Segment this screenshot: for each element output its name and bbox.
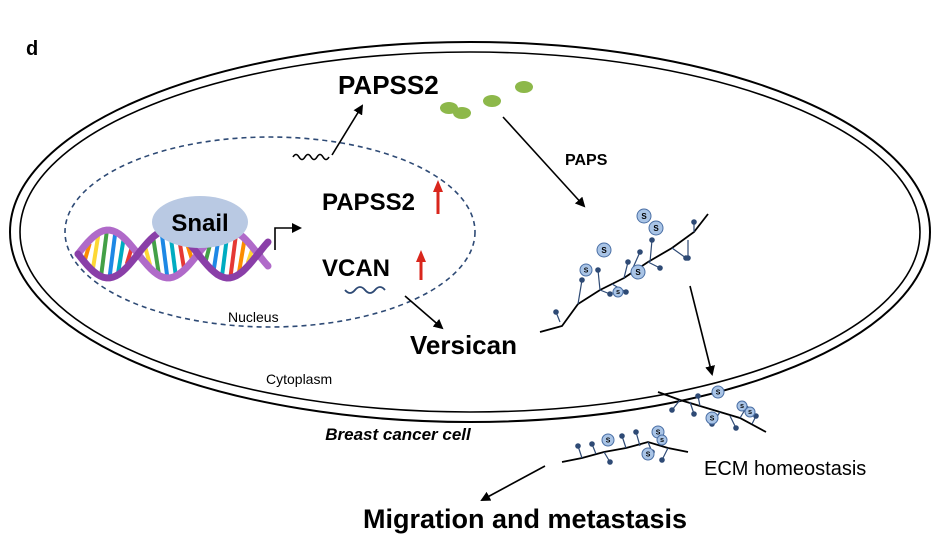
- papss2-translation-arrow: [331, 104, 364, 156]
- svg-text:S: S: [748, 410, 752, 416]
- snail-protein-icon: [152, 196, 248, 248]
- vcan-mrna-icon: [344, 286, 386, 294]
- svg-text:S: S: [646, 451, 651, 458]
- cell-membrane-outer: [9, 41, 931, 423]
- outcome-label: Migration and metastasis: [363, 504, 687, 534]
- svg-text:S: S: [641, 212, 647, 221]
- secretion-arrow: [689, 285, 715, 376]
- ecm-homeostasis-label: ECM homeostasis: [704, 458, 866, 480]
- svg-text:S: S: [606, 437, 611, 444]
- svg-text:S: S: [740, 404, 744, 410]
- svg-text:S: S: [635, 268, 641, 277]
- svg-text:S: S: [653, 224, 659, 233]
- svg-text:S: S: [584, 267, 589, 274]
- paps-arrow: [502, 116, 586, 208]
- paps-molecules-icon: [440, 81, 533, 119]
- transcription-arrow: [274, 223, 302, 250]
- svg-text:S: S: [710, 415, 715, 422]
- cell-membrane-inner: [19, 51, 921, 413]
- paps-label: PAPS: [565, 152, 608, 169]
- snail-label: Snail: [171, 210, 228, 237]
- metastasis-arrow: [480, 465, 546, 501]
- nucleus-label: Nucleus: [228, 309, 279, 325]
- papss2-gene-label: PAPSS2: [322, 189, 415, 216]
- svg-text:S: S: [616, 290, 620, 296]
- svg-text:S: S: [660, 438, 664, 444]
- svg-text:S: S: [656, 429, 661, 436]
- nucleus-boundary: [64, 136, 476, 328]
- panel-label: d: [26, 38, 38, 60]
- cytoplasm-label: Cytoplasm: [266, 371, 332, 387]
- versican-translation-arrow: [404, 295, 444, 330]
- papss2-mrna-icon: [292, 153, 330, 161]
- papss2-protein-label: PAPSS2: [338, 70, 439, 100]
- vcan-gene-label: VCAN: [322, 255, 390, 282]
- svg-text:S: S: [601, 246, 607, 255]
- svg-text:S: S: [716, 389, 721, 396]
- versican-label: Versican: [410, 330, 517, 360]
- cell-label: Breast cancer cell: [325, 425, 472, 444]
